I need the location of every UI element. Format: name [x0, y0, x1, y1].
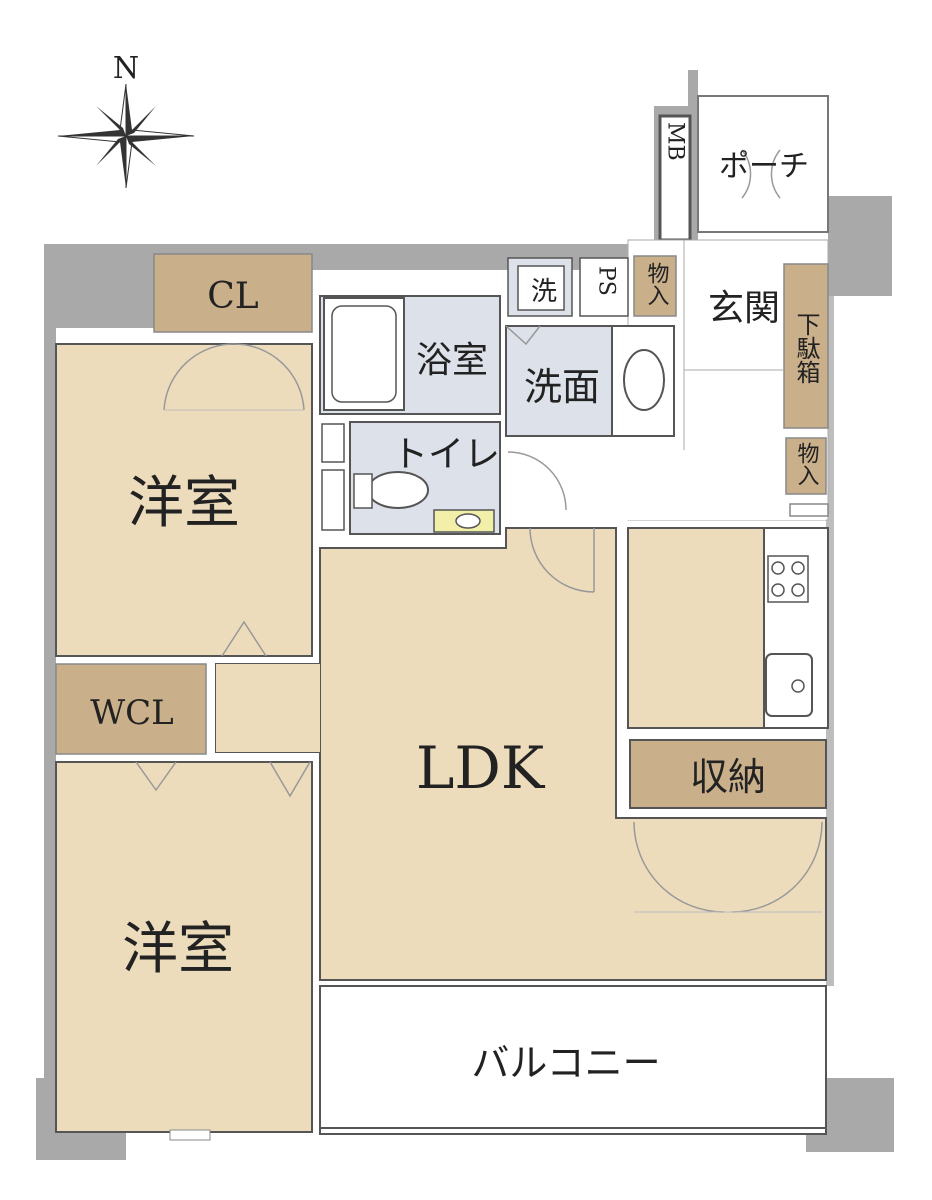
- label-ldk: LDK: [416, 734, 546, 802]
- closet: [153, 253, 313, 333]
- label-meter-box: MB: [663, 122, 688, 161]
- label-walk-in-closet: WCL: [90, 693, 174, 733]
- western-room-2: [55, 761, 313, 1141]
- western-room-1: [55, 343, 313, 657]
- label-storage-small-2: 物入: [794, 442, 820, 486]
- label-storage: 収納: [690, 755, 766, 799]
- bathroom: [319, 295, 501, 415]
- walk-in-closet: [55, 663, 207, 755]
- label-balcony: バルコニー: [471, 1041, 660, 1085]
- label-laundry: 洗: [531, 277, 557, 307]
- compass-north-label: N: [113, 51, 139, 86]
- label-storage-small-1: 物入: [644, 262, 670, 306]
- pipe-space: [579, 257, 629, 317]
- toilet-bowl: [367, 471, 429, 509]
- label-porch: ポーチ: [719, 149, 809, 184]
- label-shoe-box: 下駄箱: [792, 312, 820, 384]
- compass-rose-icon: [57, 83, 195, 189]
- balcony: [319, 985, 827, 1135]
- label-washroom: 洗面: [524, 365, 600, 409]
- kitchen: [627, 527, 829, 729]
- label-western-room-2: 洋室: [122, 917, 234, 982]
- ldk-room: [215, 527, 827, 981]
- storage-small-1-box: [633, 255, 677, 317]
- washroom: [505, 325, 675, 437]
- toilet: [321, 421, 501, 535]
- label-entrance: 玄関: [708, 288, 780, 329]
- label-closet: CL: [207, 276, 259, 317]
- kitchen-sink: [765, 653, 813, 717]
- storage: [629, 739, 827, 809]
- label-pipe-space: PS: [594, 266, 619, 296]
- label-toilet: トイレ: [392, 434, 500, 475]
- label-western-room-1: 洋室: [128, 471, 240, 536]
- label-bathroom: 浴室: [416, 340, 488, 381]
